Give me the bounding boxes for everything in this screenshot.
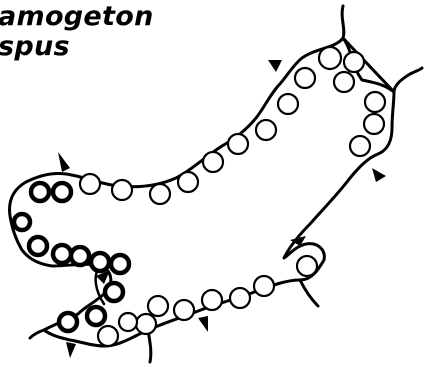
- thick-cell: [53, 183, 71, 201]
- open-cell: [80, 174, 100, 194]
- open-cell: [202, 290, 222, 310]
- arrow-marker-bottom: [198, 316, 208, 332]
- open-cell: [319, 47, 341, 69]
- arrow-marker-right: [372, 168, 386, 182]
- thick-cell: [31, 183, 49, 201]
- open-cell: [136, 314, 156, 334]
- open-cell: [228, 134, 248, 154]
- arrow-marker-left-top: [58, 152, 70, 172]
- bottom-right-tail: [300, 280, 318, 306]
- thick-cell: [111, 255, 129, 273]
- open-cell: [148, 296, 168, 316]
- open-cell: [112, 180, 132, 200]
- lower-tail-left: [30, 330, 44, 338]
- open-cell: [254, 276, 274, 296]
- open-cell: [178, 172, 198, 192]
- thick-cell: [29, 237, 47, 255]
- thick-cell: [87, 307, 105, 325]
- arrow-markers: [58, 60, 386, 358]
- thick-cell: [53, 245, 71, 263]
- open-cells: [80, 47, 385, 346]
- open-cell: [365, 92, 385, 112]
- thick-cell: [71, 247, 89, 265]
- open-cell: [364, 114, 384, 134]
- thick-cell: [105, 283, 123, 301]
- open-cell: [230, 288, 250, 308]
- thick-cell: [59, 313, 77, 331]
- open-cell: [150, 184, 170, 204]
- open-cell: [344, 52, 364, 72]
- open-cell: [350, 136, 370, 156]
- open-cell: [98, 326, 118, 346]
- open-cell: [297, 256, 317, 276]
- arrow-marker-bottom-left: [66, 342, 76, 358]
- open-cell: [295, 68, 315, 88]
- arrow-marker-top: [268, 60, 282, 72]
- thick-cell: [91, 253, 109, 271]
- thick-cell: [14, 214, 30, 230]
- open-cell: [256, 120, 276, 140]
- open-cell: [203, 152, 223, 172]
- open-cell: [278, 94, 298, 114]
- open-cell: [174, 300, 194, 320]
- open-cell: [334, 72, 354, 92]
- open-cell: [119, 313, 137, 331]
